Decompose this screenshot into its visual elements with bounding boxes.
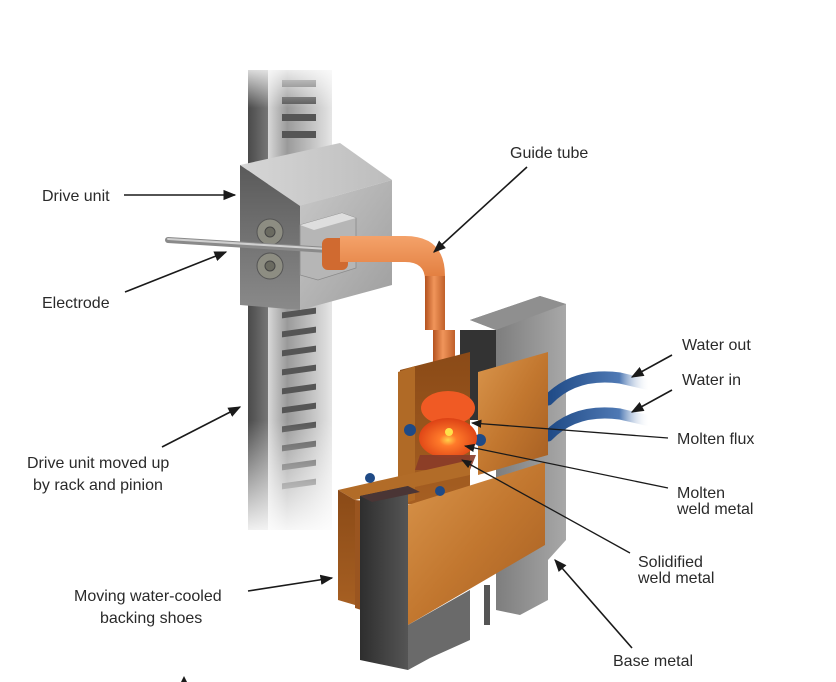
stray-arrowhead — [181, 676, 187, 682]
arrow-guide-tube — [433, 166, 528, 253]
molten-weld-metal — [419, 418, 477, 458]
label-drive-unit: Drive unit — [42, 188, 110, 205]
label-shoes-line2: backing shoes — [100, 610, 202, 627]
arrow-base-metal — [554, 559, 633, 649]
drive-roller-bottom — [256, 252, 284, 280]
arrow-water-in — [630, 389, 673, 413]
label-molten-weld-line2: weld metal — [676, 501, 753, 518]
arc-hot-spot — [445, 428, 453, 436]
arrow-water-out — [630, 354, 673, 378]
arrow-molten-flux — [470, 419, 669, 439]
label-electrode: Electrode — [42, 295, 110, 312]
label-solidified-line2: weld metal — [637, 570, 714, 587]
label-solidified-line1: Solidified — [638, 554, 703, 571]
label-rack-line2: by rack and pinion — [33, 477, 163, 494]
label-base-metal: Base metal — [613, 653, 693, 670]
base-metal-front-plate — [360, 486, 490, 670]
leader-lines — [124, 166, 673, 649]
label-guide-tube: Guide tube — [510, 145, 588, 162]
water-out-hose — [542, 371, 656, 406]
water-in-hose — [542, 407, 656, 442]
label-rack-line1: Drive unit moved up — [27, 455, 169, 472]
electrode-wire — [165, 237, 331, 253]
drive-roller-top — [256, 218, 284, 246]
drive-unit — [240, 143, 392, 310]
label-molten-weld-line1: Molten — [677, 485, 725, 502]
molten-flux — [421, 391, 475, 425]
arrow-solidified-weld — [461, 459, 631, 554]
arrow-backing-shoes — [247, 574, 334, 592]
label-water-out: Water out — [682, 337, 751, 354]
weld-pool — [415, 391, 477, 470]
arrow-electrode — [124, 251, 228, 293]
label-molten-flux: Molten flux — [677, 431, 754, 448]
labels: Drive unit Electrode Guide tube Drive un… — [27, 145, 754, 670]
label-shoes-line1: Moving water-cooled — [74, 588, 222, 605]
arrow-rack — [161, 406, 242, 448]
back-copper-shoe — [398, 352, 548, 505]
arrow-molten-weld — [463, 443, 669, 489]
label-water-in: Water in — [682, 372, 741, 389]
